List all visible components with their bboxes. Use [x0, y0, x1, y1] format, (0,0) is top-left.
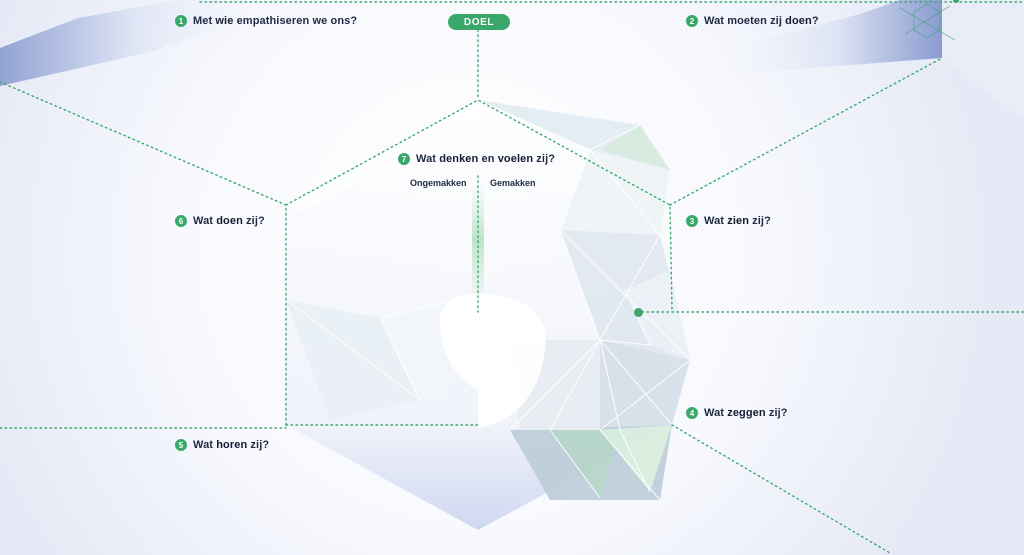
gains-label: Gemakken [490, 178, 536, 188]
question-do-text: Wat doen zij? [193, 215, 265, 227]
number-badge-3: 3 [686, 215, 698, 227]
question-say-text: Wat zeggen zij? [704, 407, 788, 419]
number-badge-4: 4 [686, 407, 698, 419]
question-say: 4 Wat zeggen zij? [686, 407, 788, 419]
question-must-do: 2 Wat moeten zij doen? [686, 15, 819, 27]
number-badge-7: 7 [398, 153, 410, 165]
number-badge-6: 6 [175, 215, 187, 227]
question-hear: 5 Wat horen zij? [175, 439, 269, 451]
question-who-text: Met wie empathiseren we ons? [193, 15, 358, 27]
question-who: 1 Met wie empathiseren we ons? [175, 15, 357, 27]
connector-dot [634, 308, 643, 317]
pains-label: Ongemakken [410, 178, 467, 188]
number-badge-1: 1 [175, 15, 187, 27]
question-see-text: Wat zien zij? [704, 215, 771, 227]
question-think-feel: 7 Wat denken en voelen zij? [398, 153, 555, 165]
question-must-do-text: Wat moeten zij doen? [704, 15, 819, 27]
question-think-feel-text: Wat denken en voelen zij? [416, 153, 556, 165]
question-hear-text: Wat horen zij? [193, 439, 270, 451]
question-see: 3 Wat zien zij? [686, 215, 771, 227]
number-badge-5: 5 [175, 439, 187, 451]
number-badge-2: 2 [686, 15, 698, 27]
goal-badge[interactable]: DOEL [448, 14, 510, 30]
question-do: 6 Wat doen zij? [175, 215, 265, 227]
